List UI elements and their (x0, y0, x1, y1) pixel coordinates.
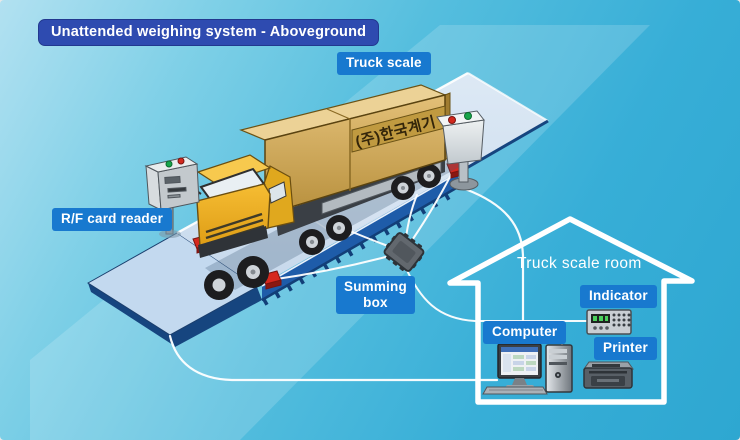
indicator-device (586, 309, 632, 335)
cable-weighbridge-to-computer (168, 334, 499, 382)
indicator-keypad (612, 313, 631, 327)
printer-device (583, 361, 634, 389)
computer-keyboard (482, 386, 548, 395)
reader-display (164, 175, 181, 185)
wheel (237, 256, 269, 288)
pillar-green-button (464, 112, 472, 120)
label-summing-box-line1: Summing (344, 279, 407, 294)
trailer-skirt (321, 161, 442, 215)
cab-wheels (204, 256, 269, 300)
truck-cab (186, 154, 295, 300)
label-truck-scale: Truck scale (337, 52, 431, 75)
computer-monitor (497, 343, 542, 389)
label-printer: Printer (594, 337, 657, 360)
computer-device (482, 343, 573, 395)
cable-pillar-to-computer (463, 187, 525, 348)
label-summing-box: Summing box (336, 276, 415, 315)
wheel (417, 164, 441, 188)
label-summing-box-line2: box (363, 294, 388, 310)
summing-box-device (383, 232, 425, 272)
page-title: Unattended weighing system - Aboveground (38, 19, 380, 46)
rf-card-reader-device (144, 156, 200, 238)
truck: (주)한국계기 (186, 84, 451, 300)
label-indicator: Indicator (580, 285, 657, 308)
label-rf-card-reader: R/F card reader (52, 208, 173, 231)
cab-roof (196, 154, 272, 186)
platform-girder (261, 172, 460, 306)
reader-red-light (177, 157, 185, 165)
truck-scale-room-outline (447, 216, 695, 405)
wheel (204, 270, 234, 300)
wheel (326, 215, 352, 241)
pillar-control-box (436, 110, 485, 191)
truck-wheels (299, 164, 441, 255)
reader-card-slot (167, 186, 187, 193)
cab-bumper (198, 226, 268, 258)
label-truck-scale-room: Truck scale room (517, 255, 642, 272)
reader-green-light (165, 160, 173, 168)
wheel (299, 229, 325, 255)
label-computer: Computer (483, 321, 567, 344)
computer-tower (545, 344, 573, 393)
pillar-red-button (448, 116, 456, 124)
entry-ramp (87, 232, 262, 347)
wheel (391, 176, 415, 200)
